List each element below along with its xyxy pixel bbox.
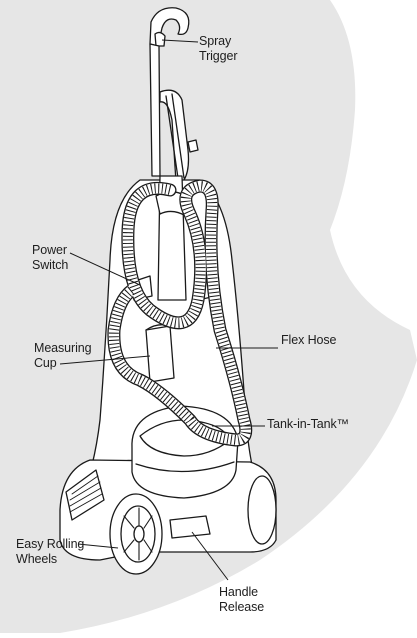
label-measuring-cup-line2: Cup (34, 356, 57, 370)
handle-shaft (149, 43, 161, 177)
right-wheel (247, 475, 277, 545)
measuring-cup-part (145, 325, 175, 383)
leader-spray-trigger (161, 39, 199, 43)
flex-hose (107, 179, 253, 447)
label-measuring-cup-line1: Measuring (34, 341, 92, 355)
cord-hook (187, 139, 199, 153)
label-tank-in-tank: Tank-in-Tank™ (267, 417, 349, 432)
label-measuring-cup: Measuring Cup (34, 341, 92, 371)
label-handle-release-line2: Release (219, 600, 265, 614)
label-easy-rolling-wheels-line2: Wheels (16, 552, 58, 566)
label-tank-in-tank-line1: Tank-in-Tank™ (267, 417, 350, 431)
leader-handle-release (191, 531, 229, 581)
handle-release-pedal (169, 515, 211, 539)
label-power-switch-line1: Power (32, 243, 67, 257)
label-handle-release-line1: Handle (219, 585, 259, 599)
label-easy-rolling-wheels: Easy Rolling Wheels (16, 537, 84, 567)
label-easy-rolling-wheels-line1: Easy Rolling (16, 537, 85, 551)
label-power-switch-line2: Switch (32, 258, 69, 272)
left-wheel (109, 493, 163, 575)
spray-trigger-part (154, 31, 166, 47)
vent-lines (69, 475, 103, 513)
label-flex-hose: Flex Hose (281, 333, 336, 348)
cord-line (171, 93, 185, 179)
leader-wheels (77, 543, 119, 549)
label-spray-trigger: Spray Trigger (199, 34, 238, 64)
label-spray-trigger-line1: Spray (199, 34, 232, 48)
brush-vents (65, 469, 105, 521)
label-flex-hose-line1: Flex Hose (281, 333, 337, 347)
leader-lines (59, 39, 278, 581)
label-handle-release: Handle Release (219, 585, 264, 615)
tank-band (135, 461, 235, 473)
leader-power-switch (69, 252, 141, 286)
label-spray-trigger-line2: Trigger (199, 49, 238, 63)
cord-line (165, 95, 179, 179)
leader-measuring-cup (59, 355, 151, 365)
label-power-switch: Power Switch (32, 243, 68, 273)
